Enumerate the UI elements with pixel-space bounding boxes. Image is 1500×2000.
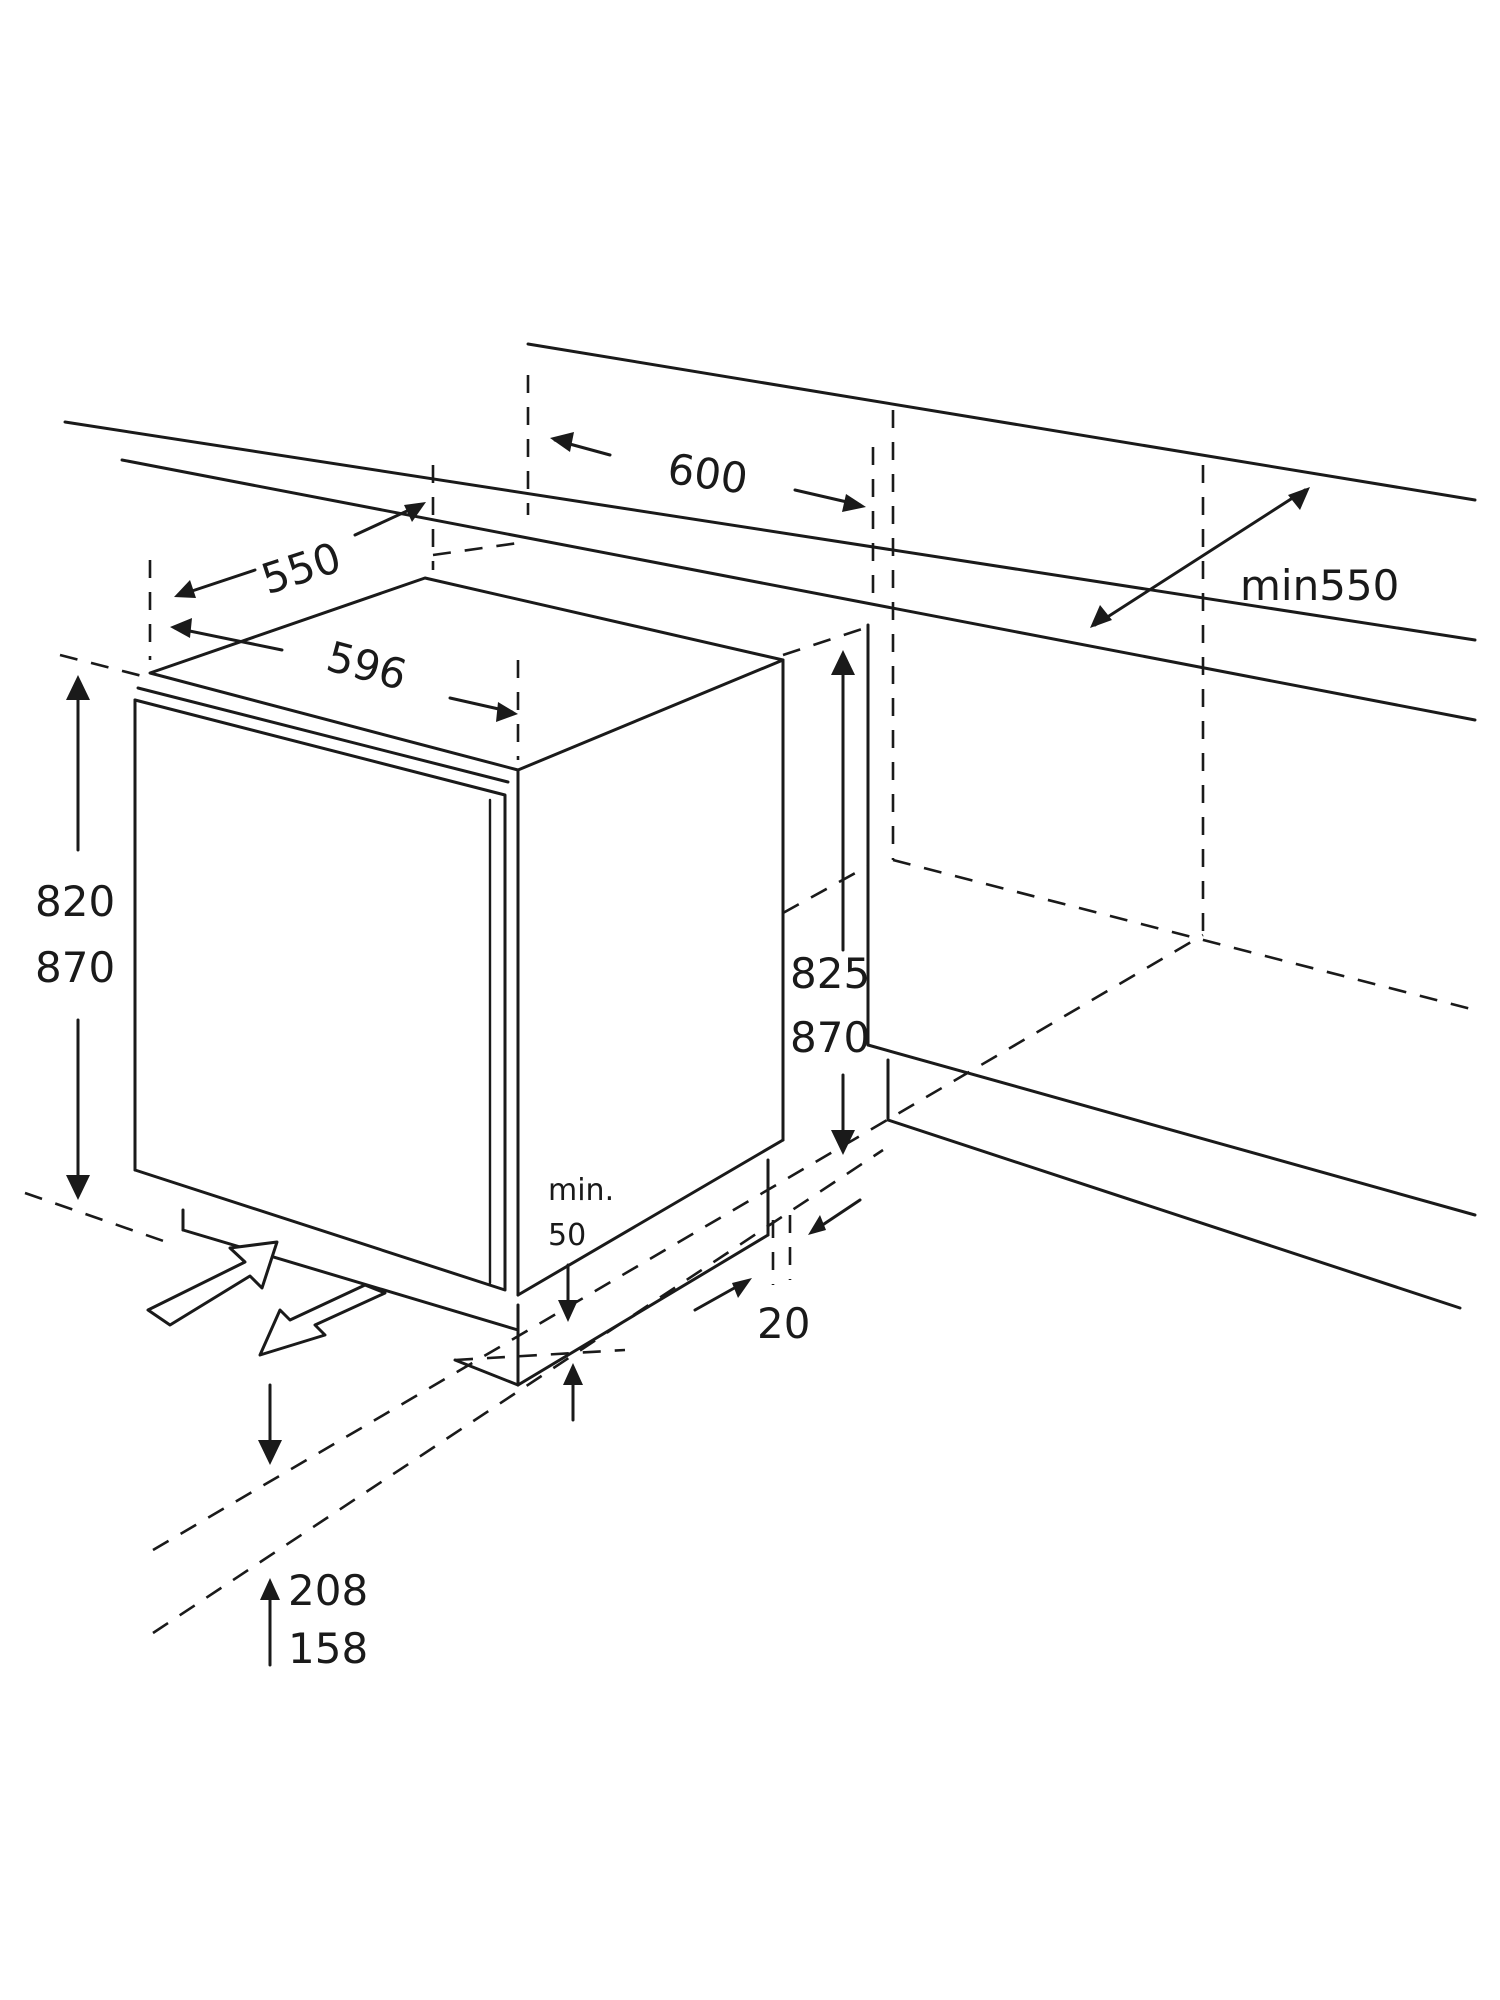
label-appliance-width: 596 [322, 632, 412, 700]
label-vent-gap-value: 50 [548, 1218, 586, 1253]
appliance-top [148, 576, 785, 772]
label-appliance-height-min: 820 [35, 877, 115, 926]
worktop [63, 342, 1477, 1047]
label-appliance-height-max: 870 [35, 943, 115, 992]
label-vent-gap-caption: min. [548, 1173, 614, 1208]
adjacent-cabinet [866, 1043, 1477, 1310]
label-plinth-height-min: 158 [288, 1624, 368, 1673]
label-plinth-height-max: 208 [288, 1566, 368, 1615]
label-cabinet-depth: min550 [1240, 561, 1399, 610]
dimension-labels: 600 min550 550 596 820 870 825 870 min. … [35, 444, 1399, 1673]
air-outlet-arrow-icon [258, 1283, 387, 1357]
label-side-gap: 20 [757, 1299, 810, 1348]
label-appliance-depth: 550 [255, 533, 346, 604]
niche-outline [24, 375, 1476, 1635]
airflow [146, 1240, 387, 1357]
label-niche-height-max: 870 [790, 1013, 870, 1062]
appliance-door [133, 698, 507, 1292]
air-intake-arrow-icon [146, 1240, 279, 1327]
label-niche-height-min: 825 [790, 949, 870, 998]
dimension-arrows [66, 432, 1310, 1667]
label-cabinet-width: 600 [665, 444, 751, 504]
